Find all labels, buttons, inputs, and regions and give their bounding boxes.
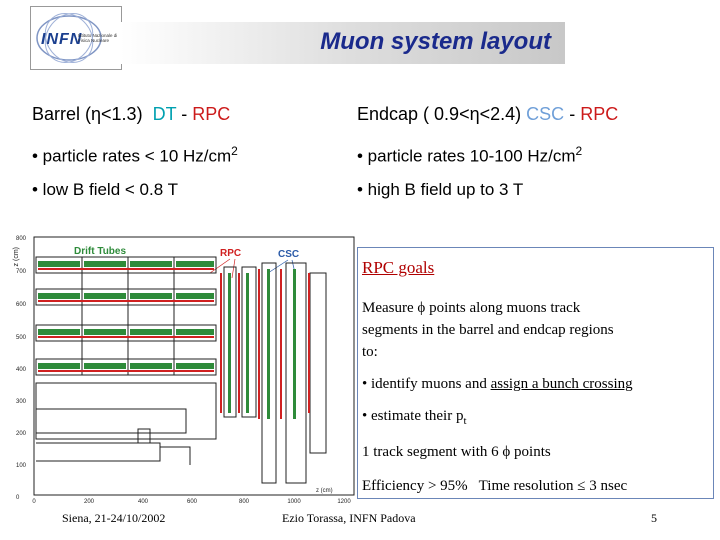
eta-symbol: η xyxy=(469,104,480,124)
x-tick-label: 0 xyxy=(32,499,36,505)
goals-bullet-estimate: • estimate their pt xyxy=(362,406,467,431)
goals-measure-line-3: to: xyxy=(362,344,378,360)
efficiency-text: Efficiency > 95% xyxy=(362,478,468,494)
rpc-label: RPC xyxy=(580,104,619,124)
y-tick-label: 700 xyxy=(16,269,27,275)
y-tick-label: 200 xyxy=(16,431,27,437)
y-tick-label: 0 xyxy=(16,495,20,501)
goals-efficiency-line: Efficiency > 95% Time resolution ≤ 3 nse… xyxy=(362,476,627,496)
bunch-crossing-text: assign a bunch crossing xyxy=(490,376,633,392)
y-tick-label: 600 xyxy=(16,302,27,308)
dash: - xyxy=(181,104,188,124)
endcap-bullet-rates: • particle rates 10-100 Hz/cm2 xyxy=(357,144,582,167)
phi-symbol: ϕ xyxy=(502,444,511,460)
le-symbol: ≤ xyxy=(577,478,586,494)
barrel-rates-text: • particle rates < 10 Hz/cm xyxy=(32,146,232,166)
x-axis-label: z (cm) xyxy=(316,488,333,494)
x-tick-label: 600 xyxy=(187,499,198,505)
endcap-heading: Endcap ( 0.9<η<2.4) CSC - RPC xyxy=(357,104,618,125)
y-tick-label: 300 xyxy=(16,399,27,405)
goals-measure-line: Measure ϕ points along muons track xyxy=(362,298,580,318)
drift-tubes-label: Drift Tubes xyxy=(74,246,126,257)
barrel-heading: Barrel (η<1.3) DT - RPC xyxy=(32,104,230,125)
eta-symbol: η xyxy=(91,104,102,124)
muon-detector-diagram: z (cm) 800 700 600 500 400 300 200 100 0… xyxy=(13,236,355,505)
identify-text: • identify muons and xyxy=(362,376,491,392)
csc-label: CSC xyxy=(526,104,565,124)
estimate-text: • estimate their p xyxy=(362,408,464,424)
page-title: Muon system layout xyxy=(320,28,551,55)
endcap-eta-range: <2.4) xyxy=(479,104,522,124)
measure-text-rest: points along muons track xyxy=(425,300,581,316)
rpc-diagram-label: RPC xyxy=(220,248,241,259)
endcap-csc-chambers xyxy=(228,269,296,419)
x-tick-label: 1200 xyxy=(337,499,351,505)
y-tick-label: 400 xyxy=(16,367,27,373)
y-tick-label: 500 xyxy=(16,335,27,341)
barrel-eta-range: <1.3) xyxy=(101,104,143,124)
footer-page-number: 5 xyxy=(651,511,657,525)
time-resolution-value: 3 nsec xyxy=(585,478,628,494)
title-bar: Muon system layout xyxy=(120,22,565,64)
rpc-label: RPC xyxy=(192,104,231,124)
barrel-rpc-chambers xyxy=(38,268,214,372)
phi-symbol: ϕ xyxy=(417,300,426,316)
segment-text-rest: points xyxy=(510,444,551,460)
barrel-dt-chambers xyxy=(38,261,214,369)
barrel-rates-sup: 2 xyxy=(231,144,238,158)
logo-ring-graphic xyxy=(36,13,102,63)
goals-title: RPC goals xyxy=(362,258,435,277)
x-tick-label: 1000 xyxy=(287,499,301,505)
y-tick-label: 800 xyxy=(16,236,27,242)
segment-text: 1 track segment with 6 xyxy=(362,444,503,460)
endcap-rates-sup: 2 xyxy=(575,144,583,158)
barrel-stations xyxy=(35,256,217,376)
measure-text: Measure xyxy=(362,300,418,316)
pt-subscript: t xyxy=(463,415,467,427)
barrel-bullet-field: • low B field < 0.8 T xyxy=(32,180,178,199)
x-tick-label: 200 xyxy=(84,499,95,505)
dt-label: DT xyxy=(152,104,177,124)
barrel-bullet-rates: • particle rates < 10 Hz/cm2 xyxy=(32,144,238,167)
y-axis-label: z (cm) xyxy=(13,247,20,266)
endcap-rates-text: • particle rates 10-100 Hz/cm xyxy=(357,146,576,166)
inner-detector-outline xyxy=(35,382,217,465)
endcap-bullet-field: • high B field up to 3 T xyxy=(357,180,524,199)
endcap-heading-prefix: Endcap ( 0.9< xyxy=(357,104,470,124)
y-tick-label: 100 xyxy=(16,463,27,469)
endcap-rpc-chambers xyxy=(220,269,310,419)
rpc-goals-box: RPC goals Measure ϕ points along muons t… xyxy=(357,247,714,499)
goals-measure-line-2: segments in the barrel and endcap region… xyxy=(362,322,614,338)
logo-subtitle: Istituto Nazionale di Fisica Nucleare xyxy=(78,33,118,43)
infn-logo: INFN Istituto Nazionale di Fisica Nuclea… xyxy=(30,6,122,70)
logo-text: INFN xyxy=(41,31,83,48)
barrel-heading-prefix: Barrel ( xyxy=(32,104,92,124)
footer-location-date: Siena, 21-24/10/2002 xyxy=(62,511,166,525)
footer-author: Ezio Torassa, INFN Padova xyxy=(282,511,416,525)
goals-segment-line: 1 track segment with 6 ϕ points xyxy=(362,442,551,462)
x-tick-label: 400 xyxy=(138,499,149,505)
csc-diagram-label: CSC xyxy=(278,249,299,260)
goals-bullet-identify: • identify muons and assign a bunch cros… xyxy=(362,374,633,394)
time-resolution-text: Time resolution xyxy=(478,478,578,494)
dash: - xyxy=(569,104,576,124)
x-tick-label: 800 xyxy=(239,499,250,505)
